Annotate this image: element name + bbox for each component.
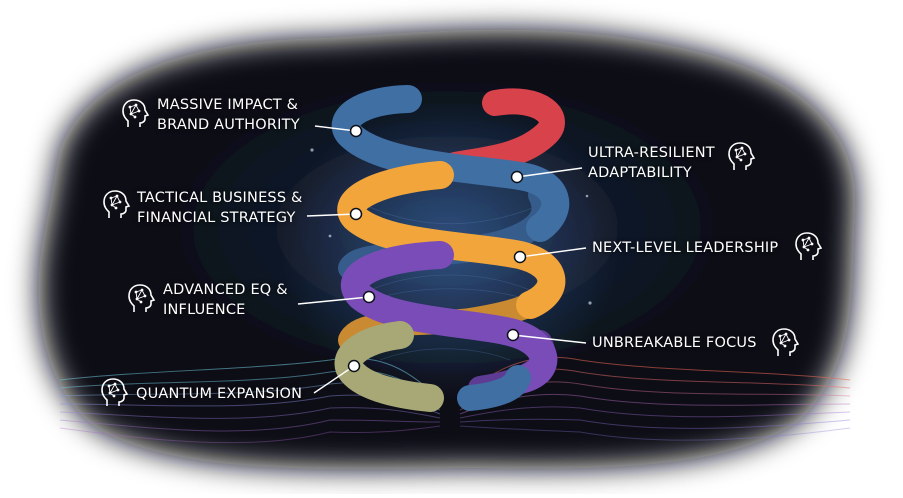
label-line: ADVANCED EQ & (163, 282, 288, 298)
strand-purple (341, 241, 558, 394)
head-brain-icon (795, 232, 823, 260)
head-brain-icon (772, 328, 800, 356)
strand-blue-tail (457, 365, 531, 411)
head-brain-icon (122, 99, 150, 127)
strand-orange (337, 161, 566, 319)
label-line: ADAPTABILITY (588, 165, 692, 181)
dot-advanced-eq (362, 290, 376, 304)
label-tactical-business: TACTICAL BUSINESS & FINANCIAL STRATEGY (137, 188, 303, 228)
dot-next-level (513, 250, 527, 264)
connectors (297, 125, 587, 394)
dot-ultra-resilient (510, 170, 524, 184)
label-next-level: NEXT-LEVEL LEADERSHIP (592, 238, 778, 258)
label-line: QUANTUM EXPANSION (136, 386, 303, 402)
label-line: FINANCIAL STRATEGY (137, 210, 296, 226)
label-line: UNBREAKABLE FOCUS (592, 335, 757, 351)
dot-quantum-expansion (347, 359, 361, 373)
label-ultra-resilient: ULTRA-RESILIENT ADAPTABILITY (588, 143, 715, 183)
label-line: BRAND AUTHORITY (157, 117, 300, 133)
dot-massive-impact (349, 124, 363, 138)
connector-dots (347, 124, 527, 373)
dot-tactical-business (349, 207, 363, 221)
label-massive-impact: MASSIVE IMPACT & BRAND AUTHORITY (157, 95, 300, 135)
strand-olive (334, 321, 444, 412)
head-brain-icon (728, 142, 756, 170)
label-quantum-expansion: QUANTUM EXPANSION (136, 384, 302, 404)
label-line: INFLUENCE (163, 302, 246, 318)
head-brain-icon (103, 190, 131, 218)
label-line: NEXT-LEVEL LEADERSHIP (592, 240, 779, 256)
label-unbreakable-focus: UNBREAKABLE FOCUS (592, 333, 757, 353)
label-line: ULTRA-RESILIENT (588, 145, 715, 161)
helix (331, 85, 570, 412)
head-brain-icon (101, 378, 129, 406)
head-brain-icon (128, 284, 156, 312)
strand-blue (331, 85, 570, 242)
dot-unbreakable-focus (506, 328, 520, 342)
label-line: MASSIVE IMPACT & (157, 97, 299, 113)
label-line: TACTICAL BUSINESS & (137, 190, 303, 206)
label-advanced-eq: ADVANCED EQ & INFLUENCE (163, 280, 288, 320)
